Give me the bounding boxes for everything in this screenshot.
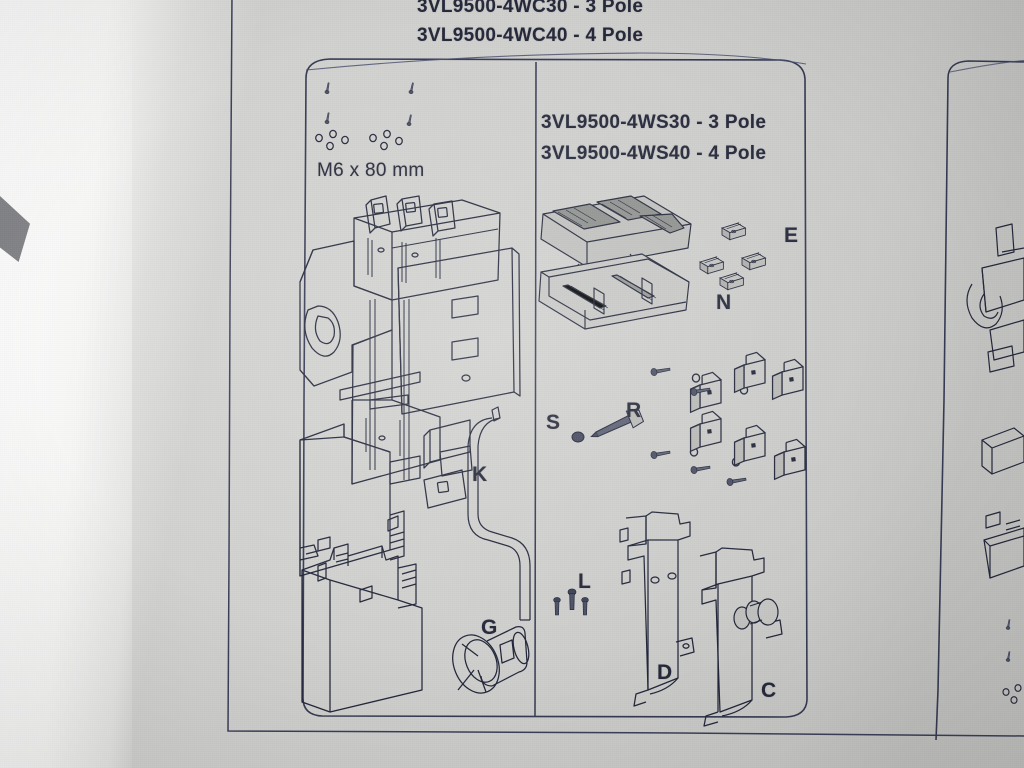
- dimension-label-m6: M6 x 80 mm: [317, 160, 425, 181]
- part-label-k: K: [472, 463, 488, 486]
- part-label-s: S: [546, 411, 561, 434]
- page-border-frame: [227, 0, 1024, 737]
- right-panel-partial-hardware: [1002, 619, 1022, 704]
- heading-ws40: 3VL9500-4WS40 - 4 Pole: [541, 143, 767, 164]
- part-label-l: L: [578, 570, 592, 593]
- heading-wc30: 3VL9500-4WC30 - 3 Pole: [417, 0, 644, 17]
- part-label-n: N: [716, 291, 732, 314]
- part-s-pin: [571, 431, 585, 443]
- part-clips-group: [699, 222, 766, 291]
- panel-divider: [534, 61, 537, 717]
- part-c-knobs: [733, 598, 779, 630]
- part-label-e: E: [784, 224, 799, 247]
- right-panel-partial-assembly: [966, 223, 1024, 579]
- circuit-breaker-assembly-drawing: [299, 195, 521, 509]
- right-partial-panel-outline: [935, 59, 1024, 741]
- part-label-d: D: [657, 661, 673, 684]
- heading-ws30: 3VL9500-4WS30 - 3 Pole: [541, 112, 767, 133]
- part-label-g: G: [481, 616, 498, 639]
- m6-hardware-group: [315, 82, 416, 151]
- heading-wc40: 3VL9500-4WC40 - 4 Pole: [417, 25, 644, 46]
- terminal-cover-lower: [538, 253, 690, 330]
- part-label-c: C: [761, 679, 777, 702]
- part-bracket-screw-grid: [650, 351, 806, 487]
- part-k-bent-rod: [467, 406, 531, 621]
- part-label-r: R: [626, 399, 642, 422]
- cover-shroud-lower: [301, 543, 423, 713]
